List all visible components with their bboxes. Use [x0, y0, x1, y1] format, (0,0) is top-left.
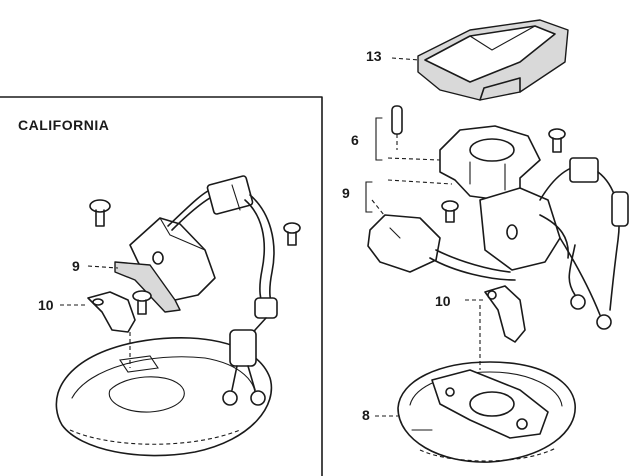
screw-left-10 — [132, 290, 152, 315]
bracket-right-10 — [465, 285, 526, 370]
screw-right-mid — [441, 200, 459, 223]
pickup-coil-right — [367, 157, 629, 330]
bracket-left-10 — [87, 291, 136, 368]
screw-left-right — [283, 222, 301, 246]
inset-title: CALIFORNIA — [18, 117, 110, 133]
screw-right-top — [548, 128, 566, 153]
callout-6: 6 — [351, 132, 359, 148]
callout-10-right: 10 — [435, 293, 451, 309]
callout-13: 13 — [366, 48, 382, 64]
inset-frame — [0, 96, 323, 476]
reluctor-6 — [387, 125, 541, 201]
screw-left-top — [89, 199, 111, 227]
cap-13 — [391, 19, 569, 101]
callout-9-left: 9 — [72, 258, 80, 274]
breaker-plate-8 — [375, 361, 576, 463]
breaker-plate-left — [55, 337, 273, 457]
pickup-coil-left — [114, 175, 278, 406]
callout-8: 8 — [362, 407, 370, 423]
callout-9-right: 9 — [342, 185, 350, 201]
pin-6 — [391, 105, 403, 150]
callout-10-left: 10 — [38, 297, 54, 313]
